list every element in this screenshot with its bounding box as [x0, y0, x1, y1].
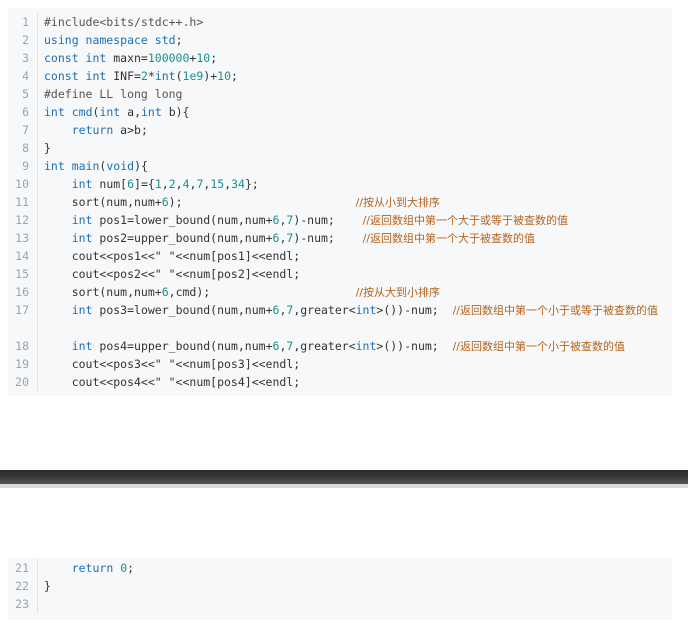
code-line: 7 return a>b; [8, 121, 672, 139]
code-text [38, 595, 672, 613]
code-line: 4 const int INF=2*int(1e9)+10; [8, 67, 672, 85]
code-line: 20 cout<<pos4<<" "<<num[pos4]<<endl; [8, 373, 672, 391]
code-line: 15 cout<<pos2<<" "<<num[pos2]<<endl; [8, 265, 672, 283]
page-divider-shadow [0, 484, 688, 488]
code-text: int cmd(int a,int b){ [44, 105, 190, 119]
code-text: int pos1=lower_bound(num,num+6,7)-num; /… [71, 213, 568, 227]
line-number: 23 [8, 595, 38, 613]
code-text: using namespace std; [44, 33, 183, 47]
line-number: 21 [8, 559, 38, 577]
code-text: int pos2=upper_bound(num,num+6,7)-num; /… [71, 231, 535, 245]
code-text: #define LL long long [44, 87, 183, 101]
code-line: 21 return 0; [8, 559, 672, 577]
line-number: 14 [8, 247, 38, 265]
line-number: 20 [8, 373, 38, 391]
line-number: 16 [8, 283, 38, 301]
code-line: 12 int pos1=lower_bound(num,num+6,7)-num… [8, 211, 672, 229]
line-number: 9 [8, 157, 38, 175]
line-number: 7 [8, 121, 38, 139]
code-line: 8} [8, 139, 672, 157]
code-line: 23 [8, 595, 672, 613]
code-text: int main(void){ [44, 159, 148, 173]
code-text: sort(num,num+6,cmd); //按从大到小排序 [44, 285, 440, 299]
code-line: 5 #define LL long long [8, 85, 672, 103]
line-number: 13 [8, 229, 38, 247]
code-line: 1 #include<bits/stdc++.h> [8, 13, 672, 31]
line-number: 22 [8, 577, 38, 595]
line-number: 1 [8, 13, 38, 31]
line-number: 18 [8, 337, 38, 355]
code-line: 10 int num[6]={1,2,4,7,15,34}; [8, 175, 672, 193]
code-line: 11 sort(num,num+6); //按从小到大排序 [8, 193, 672, 211]
code-line: 2 using namespace std; [8, 31, 672, 49]
code-text: cout<<pos4<<" "<<num[pos4]<<endl; [44, 375, 301, 389]
code-text: cout<<pos2<<" "<<num[pos2]<<endl; [44, 267, 301, 281]
code-line: 17 int pos3=lower_bound(num,num+6,7,grea… [8, 301, 672, 337]
code-text: cout<<pos3<<" "<<num[pos3]<<endl; [44, 357, 301, 371]
line-number: 5 [8, 85, 38, 103]
code-block-top: 1 #include<bits/stdc++.h> 2 using namespace… [8, 8, 672, 396]
code-line: 18 int pos4=upper_bound(num,num+6,7,grea… [8, 337, 672, 355]
line-number: 19 [8, 355, 38, 373]
line-number: 2 [8, 31, 38, 49]
code-line: 16 sort(num,num+6,cmd); //按从大到小排序 [8, 283, 672, 301]
code-text: return 0; [71, 561, 135, 575]
line-number: 12 [8, 211, 38, 229]
code-text: } [44, 141, 51, 155]
code-text: int pos3=lower_bound(num,num+6,7,greater… [71, 303, 658, 317]
line-number: 3 [8, 49, 38, 67]
line-number: 6 [8, 103, 38, 121]
code-text: const int INF=2*int(1e9)+10; [44, 69, 238, 83]
line-number: 4 [8, 67, 38, 85]
line-number: 11 [8, 193, 38, 211]
code-text: const int maxn=100000+10; [44, 51, 218, 65]
code-line: 3 const int maxn=100000+10; [8, 49, 672, 67]
code-line: 22} [8, 577, 672, 595]
code-line: 13 int pos2=upper_bound(num,num+6,7)-num… [8, 229, 672, 247]
code-line: 6 int cmd(int a,int b){ [8, 103, 672, 121]
line-number: 10 [8, 175, 38, 193]
code-text: int num[6]={1,2,4,7,15,34}; [71, 177, 259, 191]
line-number: 8 [8, 139, 38, 157]
code-line: 9 int main(void){ [8, 157, 672, 175]
code-text: return a>b; [71, 123, 148, 137]
line-number: 17 [8, 301, 38, 337]
code-text: cout<<pos1<<" "<<num[pos1]<<endl; [44, 249, 301, 263]
code-text: int pos4=upper_bound(num,num+6,7,greater… [71, 339, 625, 353]
code-line: 19 cout<<pos3<<" "<<num[pos3]<<endl; [8, 355, 672, 373]
page-divider [0, 470, 688, 484]
code-line: 14 cout<<pos1<<" "<<num[pos1]<<endl; [8, 247, 672, 265]
code-text: #include<bits/stdc++.h> [44, 15, 204, 29]
code-text: } [44, 579, 51, 593]
line-number: 15 [8, 265, 38, 283]
code-block-bottom: 21 return 0;22}23 [8, 558, 672, 620]
code-text: sort(num,num+6); //按从小到大排序 [44, 195, 440, 209]
